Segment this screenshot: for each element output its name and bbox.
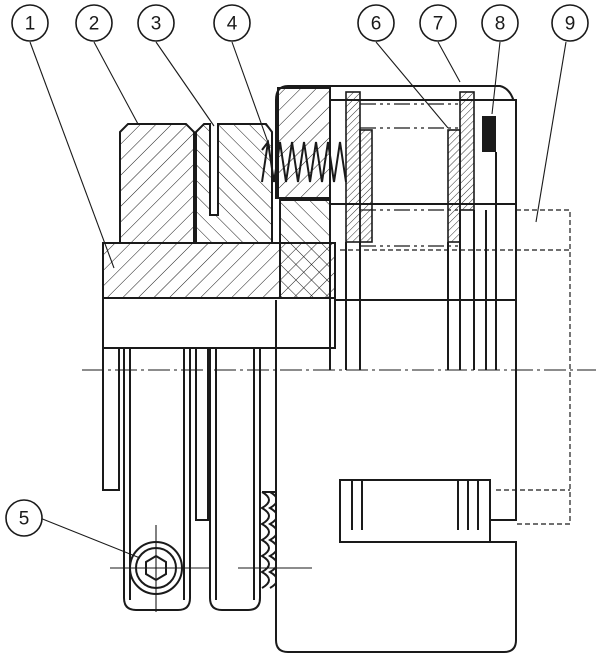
svg-text:3: 3 — [151, 14, 162, 35]
callout-3: 3 — [137, 4, 175, 42]
svg-text:5: 5 — [19, 509, 30, 530]
adjust-ring-lower — [209, 299, 261, 611]
svg-text:1: 1 — [25, 14, 36, 35]
seal-ring — [482, 116, 496, 152]
svg-text:6: 6 — [371, 14, 382, 35]
base-sleeve-bore — [102, 297, 336, 349]
upper-section-view — [102, 85, 571, 525]
svg-text:4: 4 — [227, 14, 238, 35]
callout-7: 7 — [419, 4, 457, 42]
lower-outer-view — [102, 299, 517, 653]
svg-text:9: 9 — [565, 14, 576, 35]
disc-4 — [459, 91, 475, 211]
svg-text:2: 2 — [89, 14, 100, 35]
callout-1: 1 — [11, 4, 49, 42]
compression-spring — [261, 139, 347, 183]
leader-lines — [29, 41, 567, 559]
disc-1 — [345, 91, 361, 243]
adjust-nut-section — [195, 123, 273, 244]
callout-2: 2 — [75, 4, 113, 42]
callout-8: 8 — [481, 4, 519, 42]
callout-4: 4 — [213, 4, 251, 42]
callout-9: 9 — [551, 4, 589, 42]
disc-3 — [447, 129, 461, 243]
clamp-ring-lower — [123, 299, 191, 611]
callout-6: 6 — [357, 4, 395, 42]
svg-text:7: 7 — [433, 14, 444, 35]
hex-socket-screw — [110, 525, 312, 612]
thrust-ring-section — [279, 199, 331, 299]
callout-5: 5 — [5, 499, 43, 537]
clamp-ring-section — [119, 123, 195, 244]
hub-body-lower — [275, 299, 517, 653]
disc-2 — [359, 129, 373, 243]
svg-text:8: 8 — [495, 14, 506, 35]
